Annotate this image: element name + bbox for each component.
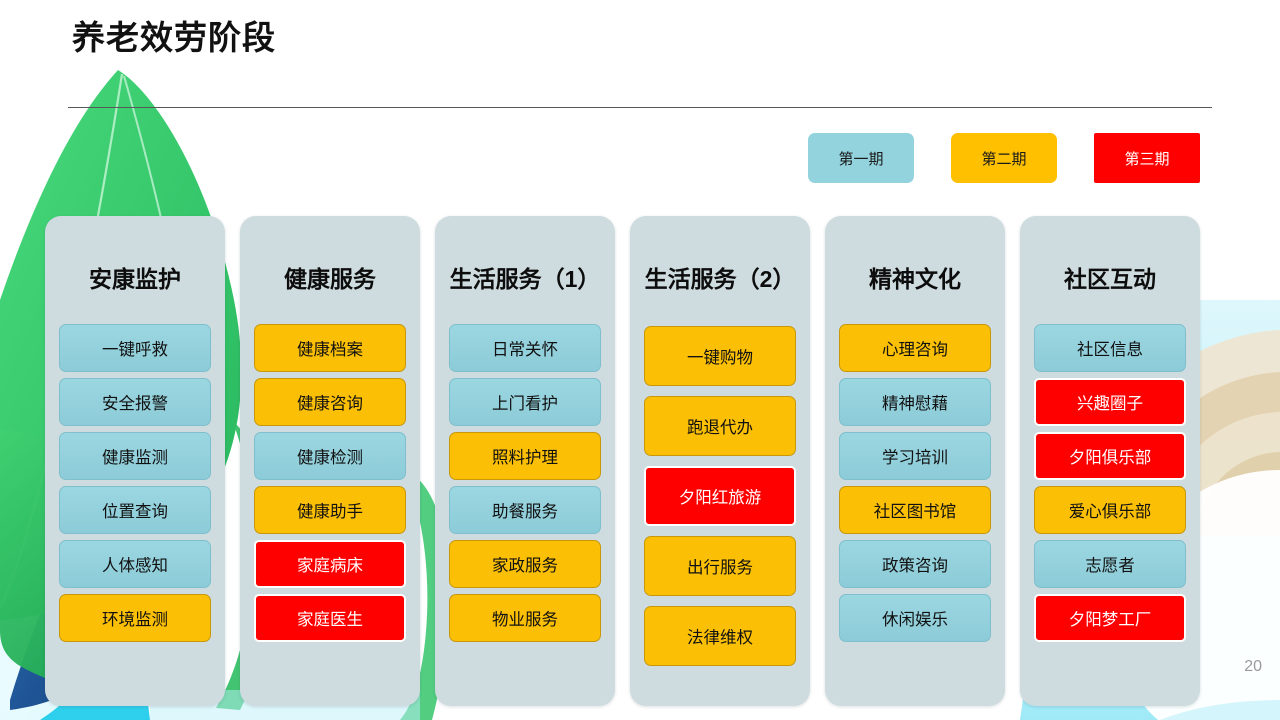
service-chip[interactable]: 夕阳红旅游 [644, 466, 796, 527]
service-columns: 安康监护一键呼救安全报警健康监测位置查询人体感知环境监测健康服务健康档案健康咨询… [45, 216, 1235, 706]
service-chip[interactable]: 位置查询 [59, 486, 211, 535]
chip-list: 社区信息兴趣圈子夕阳俱乐部爱心俱乐部志愿者夕阳梦工厂 [1034, 324, 1186, 648]
service-chip[interactable]: 志愿者 [1034, 540, 1186, 589]
chip-list: 健康档案健康咨询健康检测健康助手家庭病床家庭医生 [254, 324, 406, 648]
service-chip[interactable]: 家庭病床 [254, 540, 406, 589]
service-chip[interactable]: 健康咨询 [254, 378, 406, 427]
column-title: 安康监护 [89, 266, 181, 292]
service-chip[interactable]: 一键购物 [644, 326, 796, 387]
service-chip[interactable]: 社区信息 [1034, 324, 1186, 373]
chip-list: 日常关怀上门看护照料护理助餐服务家政服务物业服务 [449, 324, 601, 648]
service-column: 安康监护一键呼救安全报警健康监测位置查询人体感知环境监测 [45, 216, 225, 706]
service-chip[interactable]: 健康检测 [254, 432, 406, 481]
service-column: 精神文化心理咨询精神慰藉学习培训社区图书馆政策咨询休闲娱乐 [825, 216, 1005, 706]
column-title: 生活服务（2） [644, 266, 796, 292]
service-chip[interactable]: 健康助手 [254, 486, 406, 535]
service-column: 生活服务（2） 一键购物跑退代办夕阳红旅游出行服务法律维权 [630, 216, 810, 706]
service-chip[interactable]: 休闲娱乐 [839, 594, 991, 643]
page-number: 20 [1244, 658, 1262, 675]
phase-legend: 第一期 第二期 第三期 [808, 133, 1200, 183]
legend-badge-phase-3[interactable]: 第三期 [1094, 133, 1200, 183]
service-chip[interactable]: 健康档案 [254, 324, 406, 373]
service-chip[interactable]: 夕阳梦工厂 [1034, 594, 1186, 643]
service-chip[interactable]: 一键呼救 [59, 324, 211, 373]
service-chip[interactable]: 夕阳俱乐部 [1034, 432, 1186, 481]
service-chip[interactable]: 健康监测 [59, 432, 211, 481]
service-chip[interactable]: 跑退代办 [644, 396, 796, 457]
service-chip[interactable]: 政策咨询 [839, 540, 991, 589]
service-chip[interactable]: 社区图书馆 [839, 486, 991, 535]
service-chip[interactable]: 日常关怀 [449, 324, 601, 373]
service-chip[interactable]: 精神慰藉 [839, 378, 991, 427]
title-divider [68, 107, 1212, 108]
page-title: 养老效劳阶段 [72, 19, 276, 56]
service-chip[interactable]: 上门看护 [449, 378, 601, 427]
service-chip[interactable]: 人体感知 [59, 540, 211, 589]
service-column: 社区互动社区信息兴趣圈子夕阳俱乐部爱心俱乐部志愿者夕阳梦工厂 [1020, 216, 1200, 706]
column-title: 社区互动 [1064, 266, 1156, 292]
service-chip[interactable]: 法律维权 [644, 606, 796, 667]
service-chip[interactable]: 助餐服务 [449, 486, 601, 535]
column-title: 精神文化 [869, 266, 961, 292]
column-title: 生活服务（1） [449, 266, 601, 292]
service-chip[interactable]: 家政服务 [449, 540, 601, 589]
service-chip[interactable]: 照料护理 [449, 432, 601, 481]
chip-list: 心理咨询精神慰藉学习培训社区图书馆政策咨询休闲娱乐 [839, 324, 991, 648]
service-chip[interactable]: 环境监测 [59, 594, 211, 643]
service-column: 健康服务健康档案健康咨询健康检测健康助手家庭病床家庭医生 [240, 216, 420, 706]
chip-list: 一键购物跑退代办夕阳红旅游出行服务法律维权 [644, 326, 796, 676]
service-chip[interactable]: 家庭医生 [254, 594, 406, 643]
column-title: 健康服务 [284, 266, 376, 292]
service-chip[interactable]: 兴趣圈子 [1034, 378, 1186, 427]
service-chip[interactable]: 学习培训 [839, 432, 991, 481]
legend-badge-phase-1[interactable]: 第一期 [808, 133, 914, 183]
service-chip[interactable]: 安全报警 [59, 378, 211, 427]
chip-list: 一键呼救安全报警健康监测位置查询人体感知环境监测 [59, 324, 211, 648]
service-column: 生活服务（1） 日常关怀上门看护照料护理助餐服务家政服务物业服务 [435, 216, 615, 706]
service-chip[interactable]: 物业服务 [449, 594, 601, 643]
service-chip[interactable]: 出行服务 [644, 536, 796, 597]
legend-badge-phase-2[interactable]: 第二期 [951, 133, 1057, 183]
service-chip[interactable]: 爱心俱乐部 [1034, 486, 1186, 535]
service-chip[interactable]: 心理咨询 [839, 324, 991, 373]
